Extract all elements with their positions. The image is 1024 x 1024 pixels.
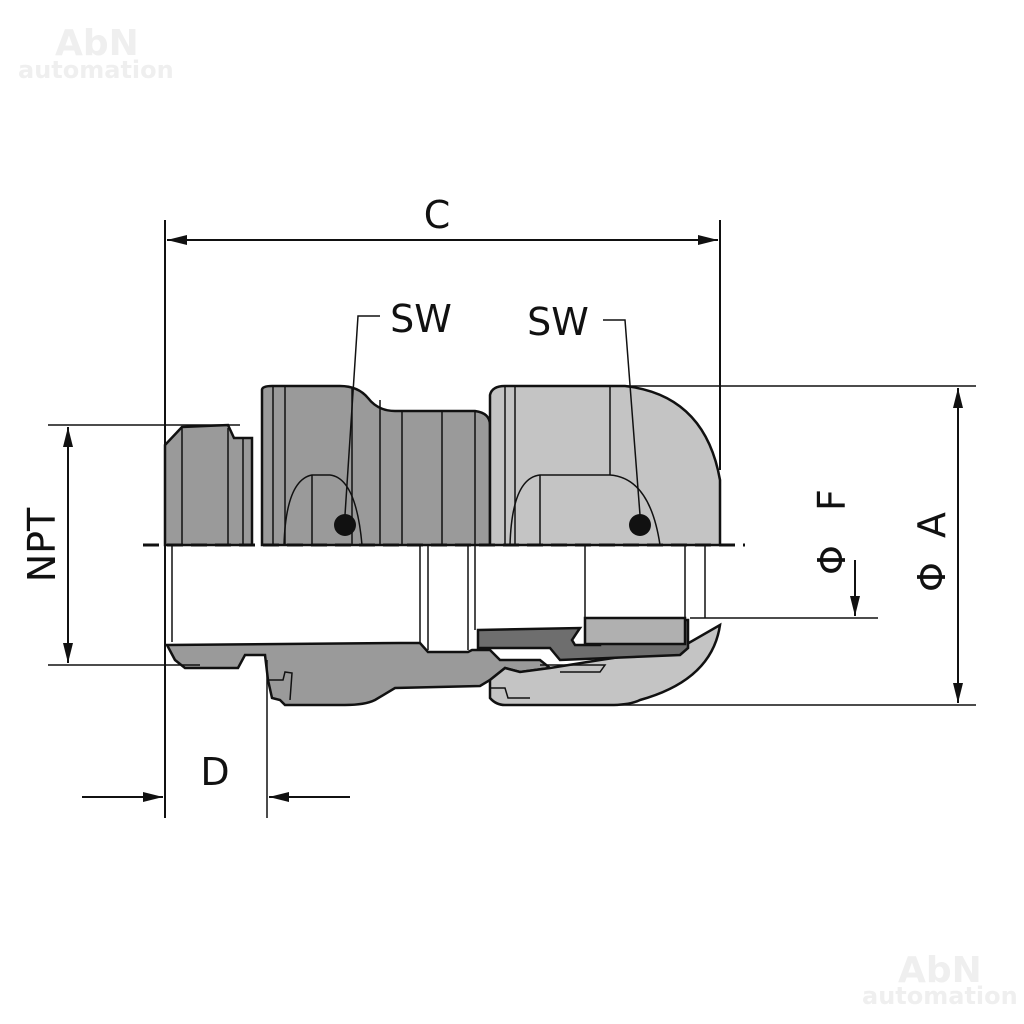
svg-text:automation: automation — [18, 56, 174, 84]
svg-text:Φ: Φ — [810, 545, 854, 575]
watermark-top-left: AbN automation — [18, 23, 174, 84]
dimension-label-sw-2: SW — [527, 300, 589, 344]
svg-text:F: F — [810, 489, 854, 511]
svg-text:automation: automation — [862, 982, 1018, 1010]
wrench-point-1 — [334, 514, 356, 536]
svg-text:Φ: Φ — [910, 562, 954, 592]
watermark-bottom-right: AbN automation — [862, 950, 1018, 1010]
dimension-label-c: C — [424, 193, 451, 237]
dimension-lines — [48, 220, 976, 818]
dimension-label-d: D — [200, 750, 229, 794]
svg-text:A: A — [910, 512, 954, 538]
dimension-label-diameter-f: Φ F — [810, 489, 854, 575]
dimension-label-diameter-a: Φ A — [910, 512, 954, 592]
svg-text:AbN: AbN — [55, 23, 139, 64]
svg-text:AbN: AbN — [898, 950, 982, 991]
gland-body — [143, 384, 745, 707]
dimension-label-npt: NPT — [20, 507, 64, 582]
dimension-label-sw-1: SW — [390, 297, 452, 341]
wrench-point-2 — [629, 514, 651, 536]
